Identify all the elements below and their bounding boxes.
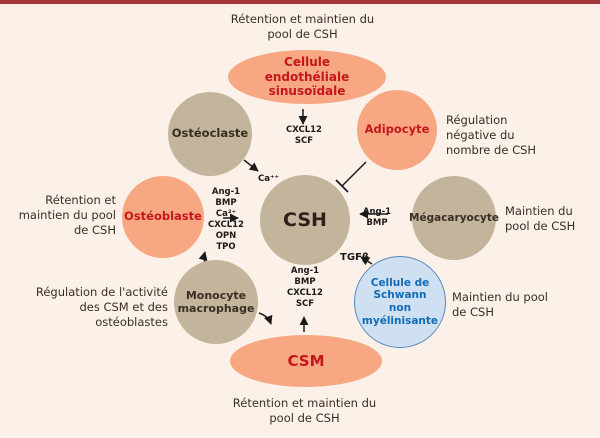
node-megakaryocyte-label: Mégacaryocyte [409, 211, 499, 224]
node-schwann-label: Cellule de Schwann non myélinisante [361, 276, 439, 327]
factor-ang1-ob: Ang-1 [211, 187, 241, 197]
label-adipocyte: Régulation négative du nombre de CSH [446, 113, 537, 157]
factor-cxcl12: CXCL12 [286, 125, 322, 135]
node-osteoblast: Ostéoblaste [122, 176, 204, 258]
arrow-osteoclast-ca [243, 159, 259, 172]
top-accent-bar [0, 0, 600, 4]
factor-bmp-mk: BMP [366, 218, 388, 229]
node-osteoclast-label: Ostéoclaste [171, 126, 249, 141]
node-monocyte-macrophage: Monocyte macrophage [174, 260, 258, 344]
factors-megakaryocyte: Ang-1 BMP [362, 207, 392, 229]
factor-ang1-csm: Ang-1 [290, 266, 320, 276]
factor-ang1-mk: Ang-1 [362, 207, 392, 217]
node-csm: CSM [230, 335, 382, 387]
arrow-monocyte-to-csm [258, 312, 273, 325]
factor-calcium: Ca⁺⁺ [258, 174, 279, 184]
node-osteoclast: Ostéoclaste [168, 92, 252, 176]
factor-cxcl12-ob: CXCL12 [208, 220, 244, 231]
label-top-retention: Rétention et maintien du pool de CSH [230, 12, 375, 41]
inhibition-adipocyte-to-csh [335, 161, 367, 193]
label-schwann: Maintien du pool de CSH [452, 290, 548, 319]
node-csh-label: CSH [283, 208, 327, 231]
node-csm-label: CSM [287, 352, 325, 370]
factors-csm: Ang-1 BMP CXCL12 SCF [285, 266, 325, 310]
label-bottom-retention: Rétention et maintien du pool de CSH [232, 396, 377, 425]
factor-tpo-ob: TPO [216, 242, 236, 253]
label-megakaryocyte: Maintien du pool de CSH [505, 204, 576, 233]
factor-scf: SCF [294, 136, 314, 147]
node-endothelial-label: Cellule endothéliale sinusoïdale [264, 55, 350, 99]
factor-opn-ob: OPN [215, 231, 237, 242]
factor-bmp-ob: BMP [215, 198, 237, 209]
label-osteoblast: Rétention et maintien du pool de CSH [18, 193, 116, 237]
node-endothelial-cell: Cellule endothéliale sinusoïdale [228, 50, 386, 104]
arrow-schwann-tgfb [360, 256, 373, 266]
factors-osteoblast: Ang-1 BMP Ca²⁺ CXCL12 OPN TPO [204, 187, 248, 253]
factors-endothelial: CXCL12 SCF [282, 125, 326, 147]
factor-scf-csm: SCF [295, 299, 315, 310]
node-monocyte-label: Monocyte macrophage [177, 288, 255, 315]
factor-cxcl12-csm: CXCL12 [287, 288, 323, 299]
label-monocyte: Régulation de l'activité des CSM et des … [35, 285, 168, 329]
factor-bmp-csm: BMP [294, 277, 316, 288]
factor-ca2-ob: Ca²⁺ [215, 209, 237, 220]
node-adipocyte: Adipocyte [357, 90, 437, 170]
node-osteoblast-label: Ostéoblaste [124, 209, 202, 224]
node-schwann-cell: Cellule de Schwann non myélinisante [354, 256, 446, 348]
node-adipocyte-label: Adipocyte [364, 122, 430, 137]
node-megakaryocyte: Mégacaryocyte [409, 176, 499, 260]
factor-tgfb: TGFβ [340, 252, 370, 263]
node-csh: CSH [260, 175, 350, 265]
